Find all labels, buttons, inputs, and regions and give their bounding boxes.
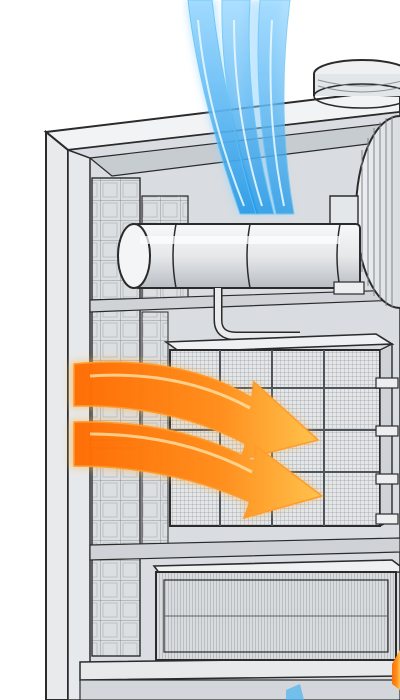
warm-arrow-upper [73, 361, 320, 462]
warm-arrow-lower [73, 421, 324, 520]
warm-airflow-arrows [70, 360, 324, 520]
exhaust-collar [313, 59, 400, 109]
cool-airflow-arrows [186, 0, 295, 215]
cool-airflow-hint [286, 684, 304, 700]
centrifugal-fan [329, 115, 400, 309]
cool-stream-right [257, 0, 295, 215]
pre-filter-panel [152, 559, 400, 661]
warm-airflow-hint [392, 650, 400, 690]
shelves [79, 289, 400, 700]
air-duct-pipe [117, 223, 365, 341]
